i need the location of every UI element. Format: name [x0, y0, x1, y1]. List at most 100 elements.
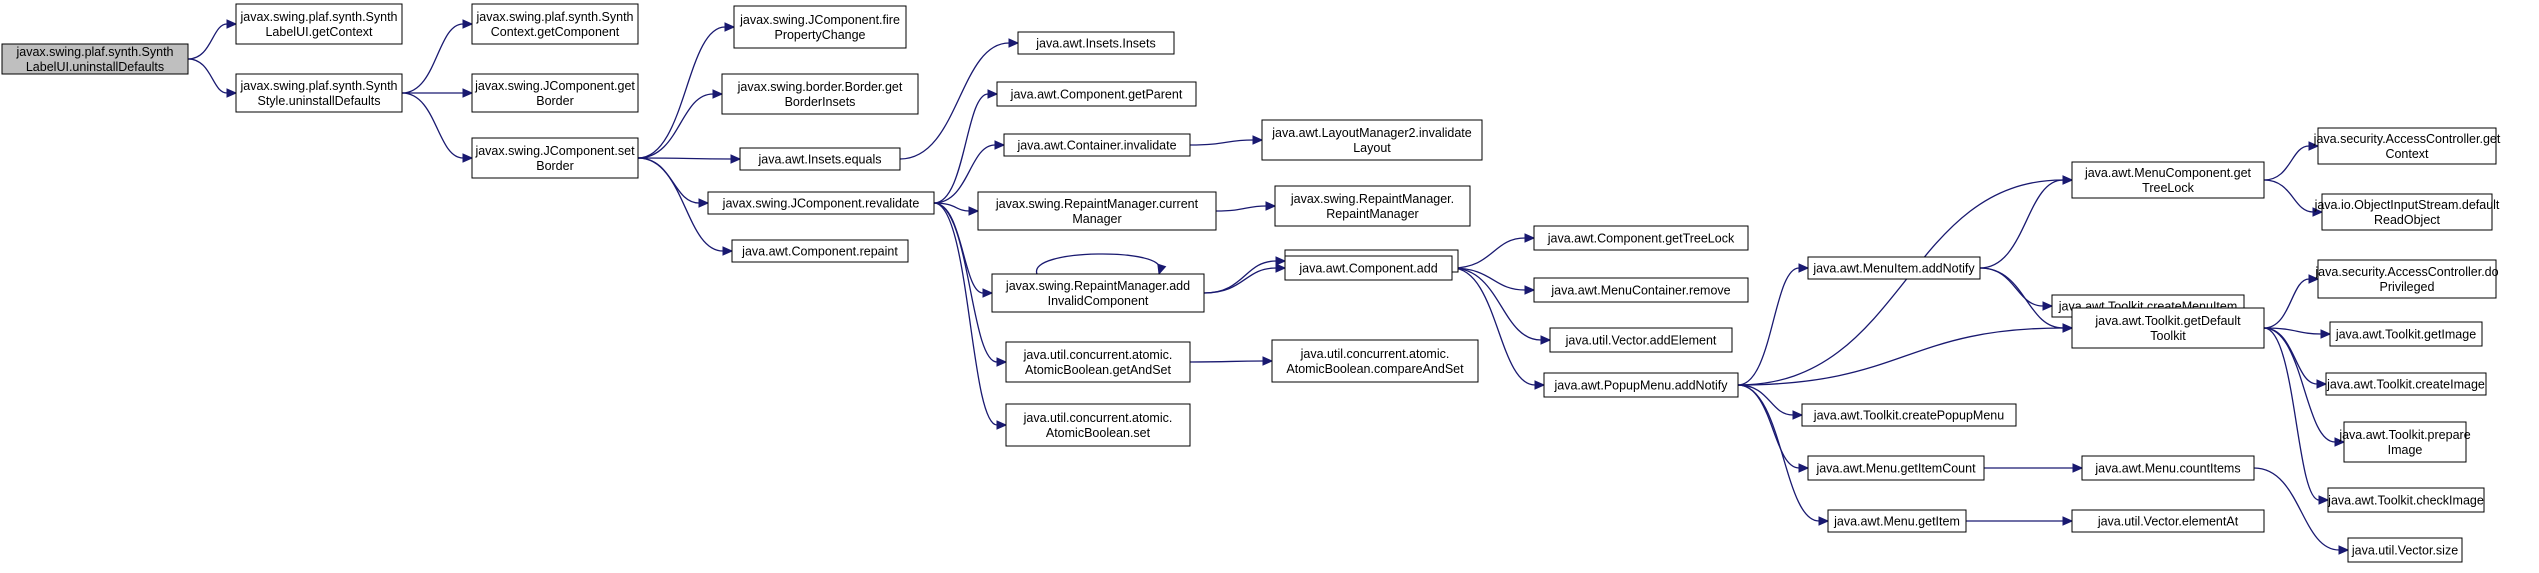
node-label-line: java.awt.Component.repaint — [741, 245, 898, 259]
call-edge — [637, 22, 736, 159]
graph-node[interactable]: java.awt.MenuContainer.remove — [1533, 277, 1749, 303]
node-label-line: Context.getComponent — [491, 25, 620, 39]
graph-node[interactable]: java.util.concurrent.atomic.AtomicBoolea… — [1005, 403, 1191, 447]
call-edge — [1737, 175, 2074, 386]
graph-node[interactable]: java.util.concurrent.atomic.AtomicBoolea… — [1271, 339, 1479, 383]
node-label-line: Image — [2388, 443, 2423, 457]
graph-node[interactable]: java.awt.Toolkit.createPopupMenu — [1801, 403, 2017, 427]
graph-node[interactable]: java.security.AccessController.getContex… — [2313, 127, 2501, 165]
graph-node[interactable]: javax.swing.RepaintManager.RepaintManage… — [1274, 185, 1471, 227]
graph-node[interactable]: java.awt.Toolkit.createImage — [2325, 372, 2487, 396]
node-box — [235, 3, 403, 45]
node-label-line: java.awt.Component.add — [1298, 262, 1437, 276]
graph-node[interactable]: javax.swing.RepaintManager.addInvalidCom… — [991, 273, 1205, 313]
graph-node[interactable]: javax.swing.plaf.synth.SynthLabelUI.getC… — [235, 3, 403, 45]
node-label-line: javax.swing.plaf.synth.Synth — [15, 45, 173, 59]
graph-node[interactable]: java.awt.MenuItem.addNotify — [1807, 256, 1981, 280]
node-label-line: java.awt.Toolkit.createImage — [2326, 378, 2485, 392]
call-edge — [1737, 384, 1810, 473]
node-box — [2081, 455, 2255, 481]
node-label-line: java.security.AccessController.get — [2313, 132, 2501, 146]
node-label-line: javax.swing.JComponent.set — [474, 144, 635, 158]
graph-node[interactable]: java.awt.Menu.getItem — [1827, 509, 1967, 533]
node-label-line: Privileged — [2380, 280, 2435, 294]
node-label-line: javax.swing.plaf.synth.Synth — [239, 79, 397, 93]
graph-node[interactable]: java.util.Vector.size — [2347, 537, 2463, 563]
node-box — [1003, 133, 1191, 157]
call-edge — [2263, 179, 2324, 217]
graph-node[interactable]: javax.swing.border.Border.getBorderInset… — [721, 73, 919, 115]
graph-node[interactable]: javax.swing.plaf.synth.SynthStyle.uninst… — [235, 73, 403, 113]
call-edge — [637, 157, 734, 256]
node-label-line: javax.swing.RepaintManager.add — [1005, 279, 1190, 293]
node-box — [1284, 255, 1453, 281]
graph-node[interactable]: java.io.ObjectInputStream.defaultReadObj… — [2314, 193, 2500, 231]
graph-node[interactable]: java.awt.Component.getParent — [996, 81, 1197, 107]
node-label-line: java.util.Vector.size — [2351, 544, 2458, 558]
node-label-line: java.awt.Toolkit.getImage — [2335, 328, 2476, 342]
node-label-line: javax.swing.RepaintManager.current — [995, 197, 1199, 211]
graph-node[interactable]: javax.swing.JComponent.revalidate — [707, 191, 935, 215]
node-box — [2327, 487, 2485, 513]
call-edge — [1737, 263, 1810, 386]
graph-node[interactable]: java.util.Vector.addElement — [1549, 327, 1733, 353]
node-label-line: java.io.ObjectInputStream.default — [2314, 198, 2500, 212]
node-label-line: java.security.AccessController.do — [2314, 265, 2498, 279]
graph-node[interactable]: java.awt.Component.add — [1284, 255, 1453, 281]
call-edge — [933, 202, 980, 216]
node-label-line: PropertyChange — [774, 28, 865, 42]
call-edge — [187, 58, 238, 98]
graph-node[interactable]: java.awt.Component.repaint — [731, 239, 909, 263]
graph-node[interactable]: java.awt.MenuComponent.getTreeLock — [2071, 161, 2265, 199]
node-box — [1533, 277, 1749, 303]
graph-node[interactable]: javax.swing.JComponent.firePropertyChang… — [733, 5, 907, 49]
call-edge — [1203, 263, 1287, 294]
call-edge — [2263, 327, 2346, 447]
call-edge — [933, 202, 1008, 430]
node-layer: javax.swing.plaf.synth.SynthLabelUI.unin… — [1, 3, 2501, 563]
node-label-line: java.awt.Menu.getItem — [1833, 515, 1960, 529]
graph-node[interactable]: java.awt.Insets.equals — [739, 147, 901, 171]
graph-node[interactable]: java.awt.Component.getTreeLock — [1533, 225, 1749, 251]
node-box — [1801, 403, 2017, 427]
node-label-line: InvalidComponent — [1048, 294, 1149, 308]
node-box — [1, 43, 189, 75]
graph-node[interactable]: java.util.Vector.elementAt — [2071, 509, 2265, 533]
graph-node[interactable]: java.awt.Insets.Insets — [1017, 31, 1175, 55]
call-edge — [2263, 141, 2320, 181]
graph-node[interactable]: java.awt.Menu.countItems — [2081, 455, 2255, 481]
node-box — [1549, 327, 1733, 353]
graph-node[interactable]: java.util.concurrent.atomic.AtomicBoolea… — [1005, 341, 1191, 383]
call-edge — [637, 89, 724, 159]
node-label-line: javax.swing.JComponent.revalidate — [722, 197, 920, 211]
node-box — [977, 191, 1217, 231]
call-edge — [933, 89, 999, 204]
node-box — [1533, 225, 1749, 251]
node-label-line: Manager — [1072, 212, 1121, 226]
graph-node[interactable]: java.awt.Menu.getItemCount — [1807, 455, 1985, 481]
node-label-line: java.util.concurrent.atomic. — [1300, 347, 1450, 361]
node-label-line: java.awt.MenuContainer.remove — [1550, 284, 1730, 298]
node-box — [2071, 307, 2265, 349]
graph-node[interactable]: java.awt.Toolkit.checkImage — [2327, 487, 2485, 513]
graph-node[interactable]: javax.swing.RepaintManager.currentManage… — [977, 191, 1217, 231]
call-edge — [899, 38, 1020, 160]
node-label-line: javax.swing.plaf.synth.Synth — [475, 10, 633, 24]
graph-node[interactable]: java.awt.Toolkit.getImage — [2329, 321, 2483, 347]
node-box — [1005, 341, 1191, 383]
graph-node[interactable]: java.security.AccessController.doPrivile… — [2314, 259, 2499, 299]
node-label-line: java.awt.MenuItem.addNotify — [1812, 262, 1975, 276]
call-edge — [2253, 467, 2350, 555]
node-label-line: AtomicBoolean.compareAndSet — [1286, 362, 1464, 376]
graph-node[interactable]: java.awt.Container.invalidate — [1003, 133, 1191, 157]
graph-node[interactable]: java.awt.PopupMenu.addNotify — [1543, 372, 1739, 398]
graph-node[interactable]: javax.swing.plaf.synth.SynthContext.getC… — [471, 3, 639, 45]
node-box — [2343, 421, 2467, 463]
node-label-line: java.awt.PopupMenu.addNotify — [1553, 379, 1728, 393]
